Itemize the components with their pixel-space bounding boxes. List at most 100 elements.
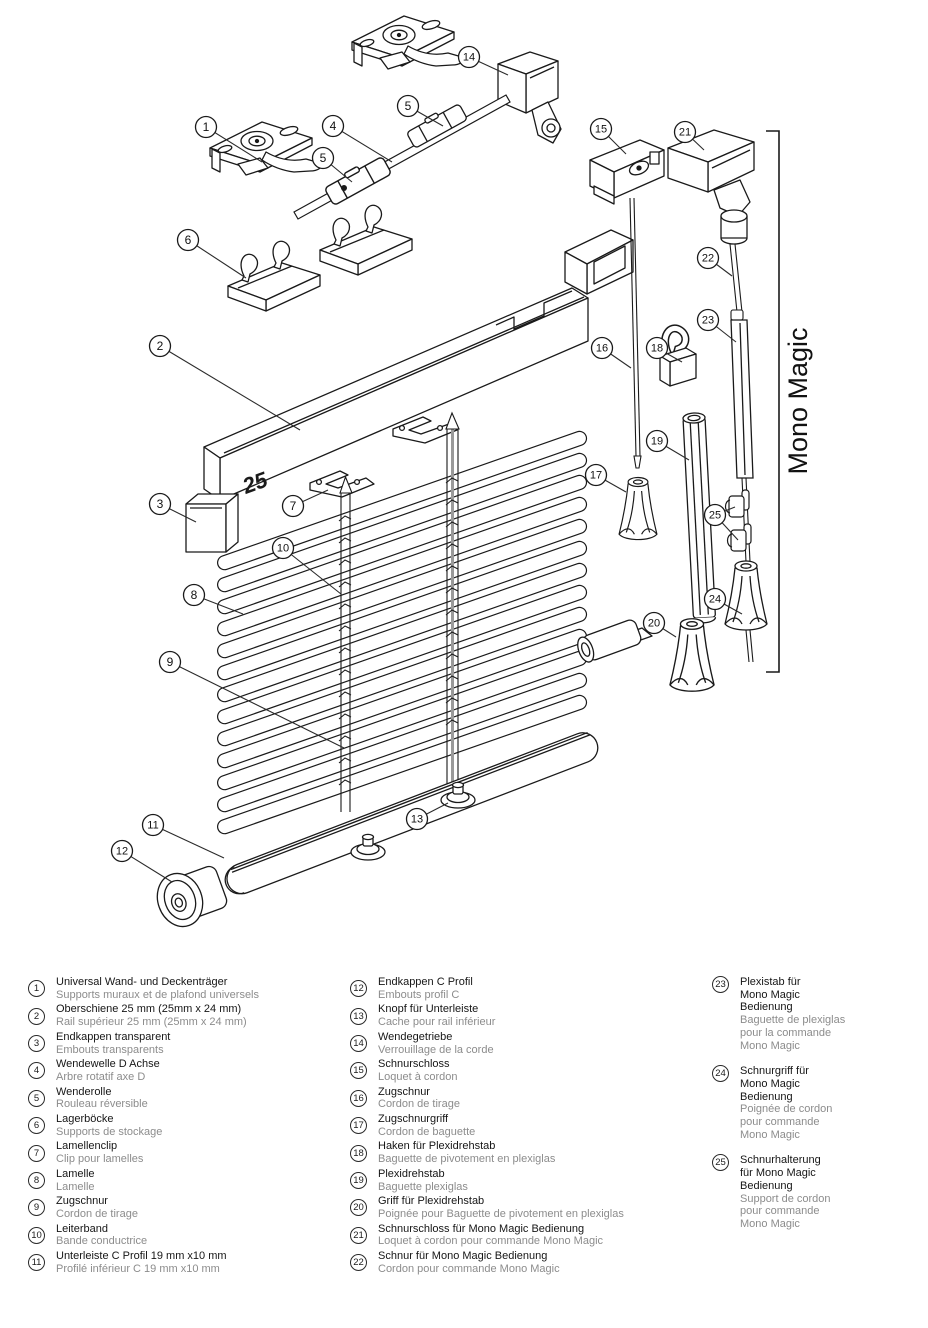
part-number-badge: 11 [28,1254,45,1272]
svg-text:21: 21 [679,127,691,139]
label-french: Bande conductrice [56,1235,148,1248]
callout-22: 22 [696,246,733,277]
svg-text:6: 6 [185,233,192,247]
svg-text:13: 13 [411,814,423,826]
svg-text:9: 9 [167,655,174,669]
part-number-badge: 4 [28,1062,45,1080]
part-number-badge: 21 [350,1226,367,1244]
part-number-badge: 3 [28,1035,45,1053]
label-french: Loquet à cordon [378,1070,458,1083]
label-french: Support de cordon pour commande Mono Mag… [740,1192,831,1230]
svg-text:7: 7 [290,499,297,513]
part-number-badge: 12 [350,980,367,998]
part-number-badge: 7 [28,1144,45,1162]
label-german: Oberschiene 25 mm (25mm x 24 mm) [56,1003,242,1016]
part-3-endcap [185,493,239,553]
part-12-endcap [156,865,228,928]
svg-text:17: 17 [590,470,602,482]
part-number-badge: 24 [712,1065,729,1083]
part-15-cordlock [589,139,665,205]
label-french: Arbre rotatif axe D [56,1070,146,1083]
callout-17: 17 [584,463,627,493]
legend-item-21: 21 Schnurschloss für Mono Magic Bedienung… [350,1223,708,1248]
label-german: Wendewelle D Achse [56,1058,160,1071]
label-german: Schnur für Mono Magic Bedienung [378,1250,548,1263]
callout-5: 5 [396,94,444,127]
callout-23: 23 [696,308,737,343]
label-german: Schnurschloss für Mono Magic Bedienung [378,1222,585,1235]
label-french: Rouleau réversible [56,1098,148,1111]
label-german: Lagerböcke [56,1113,114,1126]
svg-text:25: 25 [709,510,721,522]
callout-13: 13 [405,802,449,831]
part-25-cord-holder-upper [724,489,750,518]
cord-tail [745,629,754,663]
part-number-badge: 18 [350,1144,367,1162]
callout-7: 7 [281,489,329,518]
part-16-cord [629,197,642,469]
label-french: Cordon pour commande Mono Magic [378,1262,560,1275]
callout-19: 19 [645,429,690,461]
label-german: Schnurhalterung für Mono Magic Bedienung [740,1154,821,1192]
svg-text:8: 8 [191,588,198,602]
label-german: Knopf für Unterleiste [378,1003,479,1016]
part-number-badge: 19 [350,1172,367,1190]
part-number-badge: 9 [28,1199,45,1217]
label-german: Lamelle [56,1167,95,1180]
callout-21: 21 [673,120,705,151]
svg-text:16: 16 [596,343,608,355]
label-french: Profilé inférieur C 19 mm x10 mm [56,1262,220,1275]
label-german: Plexistab für Mono Magic Bedienung [740,976,801,1014]
callout-18: 18 [645,336,683,363]
part-20-holder [577,619,653,663]
callout-11: 11 [141,813,225,859]
part-number-badge: 8 [28,1172,45,1190]
label-french: Lamelle [56,1180,95,1193]
part-25-cord-holder-lower [726,523,752,552]
label-french: Cache pour rail inférieur [378,1016,496,1029]
callout-10: 10 [271,536,342,595]
svg-text:22: 22 [702,253,714,265]
part-22-monomagic-cord [729,243,744,321]
svg-text:15: 15 [595,124,607,136]
part-number-badge: 6 [28,1117,45,1135]
label-german: Lamellenclip [56,1140,118,1153]
parts-diagram: 25 [110,15,813,928]
callout-6: 6 [176,228,247,279]
callout-12: 12 [110,839,173,883]
part-number-badge: 1 [28,980,45,998]
label-german: Wendegetriebe [378,1030,453,1043]
callout-3: 3 [148,492,197,523]
svg-text:10: 10 [277,543,289,555]
label-german: Wenderolle [56,1085,112,1098]
part-6-cradle-right [319,204,413,276]
label-french: Clip pour lamelles [56,1153,144,1166]
label-french: Supports de stockage [56,1125,163,1138]
svg-text:19: 19 [651,436,663,448]
svg-text:24: 24 [709,594,721,606]
label-german: Schnurschloss [378,1058,450,1071]
callout-8: 8 [182,583,244,615]
part-2-headrail [203,287,589,501]
label-german: Plexidrehstab [378,1167,445,1180]
label-german: Universal Wand- und Deckenträger [56,976,228,988]
label-french: Rail supérieur 25 mm (25mm x 24 mm) [56,1016,247,1029]
label-french: Cordon de baguette [378,1125,476,1138]
label-french: Poignée pour Baguette de pivotement en p… [378,1207,624,1220]
label-german: Zugschnur [378,1085,430,1098]
part-number-badge: 5 [28,1089,45,1107]
